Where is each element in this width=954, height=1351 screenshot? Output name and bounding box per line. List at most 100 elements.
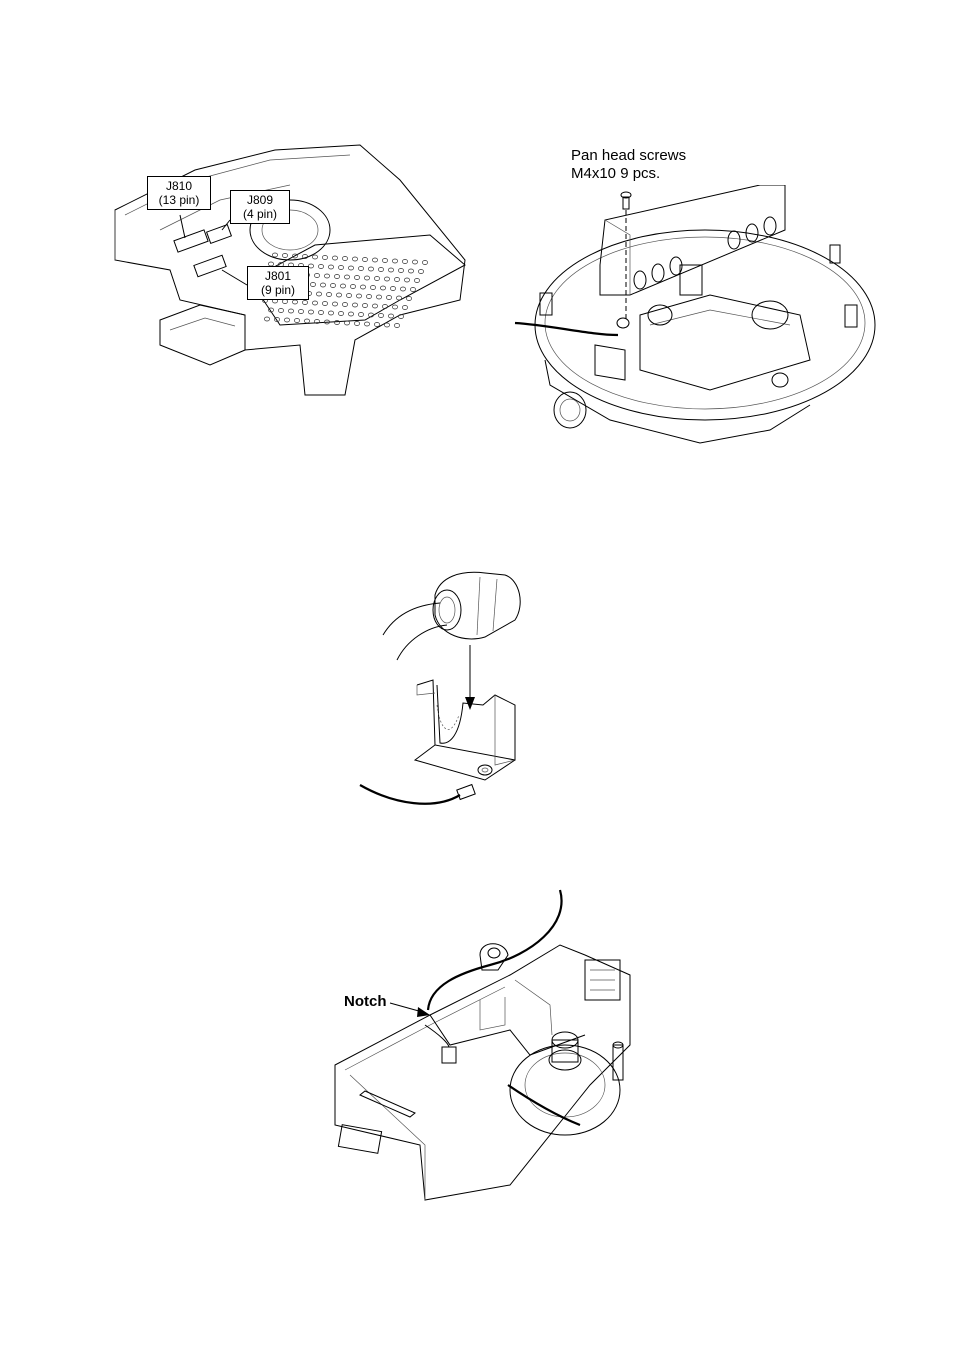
perforation-hole <box>334 320 340 325</box>
perforation-hole <box>422 260 428 265</box>
perforation-hole <box>396 295 402 301</box>
perforation-hole <box>282 299 288 304</box>
perforation-hole <box>304 318 310 324</box>
perforation-grid <box>262 252 428 328</box>
connector-j801 <box>193 254 227 278</box>
perforation-hole <box>378 267 384 272</box>
perforation-hole <box>368 312 374 318</box>
perforation-hole <box>278 308 284 313</box>
perforation-hole <box>302 254 308 259</box>
perforation-hole <box>328 310 334 316</box>
perforation-hole <box>348 311 354 317</box>
perforation-hole <box>418 269 424 274</box>
perforation-hole <box>320 282 326 288</box>
perforation-hole <box>358 312 364 317</box>
perforation-hole <box>360 284 366 290</box>
perforation-hole <box>400 286 406 292</box>
perforation-hole <box>412 259 418 265</box>
perforation-hole <box>398 314 404 319</box>
perforation-hole <box>342 302 348 307</box>
perforation-hole <box>392 258 398 264</box>
perforation-hole <box>312 254 318 260</box>
callout-j810-line2: (13 pin) <box>158 193 200 207</box>
perforation-hole <box>330 283 336 288</box>
perforation-hole <box>292 299 298 305</box>
perforation-hole <box>282 253 288 258</box>
perforation-hole <box>380 285 386 291</box>
screw-label: Pan head screws M4x10 9 pcs. <box>571 147 686 183</box>
dome-figure <box>510 185 880 450</box>
connector-figure <box>100 140 480 400</box>
perforation-hole <box>294 318 300 323</box>
perforation-hole <box>264 316 270 322</box>
perforation-hole <box>352 302 358 308</box>
perforation-hole <box>338 311 344 316</box>
perforation-hole <box>354 321 360 326</box>
perforation-hole <box>346 293 352 298</box>
perforation-hole <box>308 263 314 269</box>
perforation-hole <box>408 268 414 274</box>
perforation-hole <box>350 284 356 289</box>
perforation-hole <box>318 310 324 315</box>
perforation-hole <box>302 300 308 305</box>
perforation-hole <box>376 294 382 300</box>
callout-j801-line1: J801 <box>264 269 292 283</box>
perforation-hole <box>310 282 316 287</box>
perforation-hole <box>366 294 372 299</box>
perforation-hole <box>284 317 290 323</box>
callout-j810: J810 (13 pin) <box>147 176 211 210</box>
perforation-hole <box>374 322 380 327</box>
perforation-hole <box>364 321 370 327</box>
perforation-hole <box>314 273 320 278</box>
perforation-hole <box>386 295 392 300</box>
perforation-hole <box>372 257 378 263</box>
perforation-hole <box>394 323 400 328</box>
perforation-hole <box>362 257 368 262</box>
perforation-hole <box>332 301 338 307</box>
callout-j810-line1: J810 <box>165 179 193 193</box>
perforation-hole <box>414 278 420 283</box>
perforation-hole <box>268 307 274 313</box>
perforation-hole <box>354 275 360 280</box>
callout-j801: J801 (9 pin) <box>247 266 309 300</box>
perforation-hole <box>344 274 350 280</box>
connector-j809 <box>205 223 233 245</box>
perforation-hole <box>392 304 398 310</box>
perforation-hole <box>364 275 370 281</box>
perforation-hole <box>312 300 318 306</box>
perforation-hole <box>328 264 334 270</box>
perforation-hole <box>382 304 388 309</box>
perforation-hole <box>390 286 396 291</box>
perforation-hole <box>394 277 400 282</box>
perforation-hole <box>298 309 304 314</box>
perforation-hole <box>382 258 388 263</box>
perforation-hole <box>324 273 330 279</box>
perforation-hole <box>402 305 408 310</box>
connector-drawing <box>114 144 466 396</box>
perforation-hole <box>378 313 384 318</box>
perforation-hole <box>326 292 332 297</box>
label-plate <box>337 1124 383 1154</box>
perforation-hole <box>322 255 328 260</box>
notch-figure <box>330 885 650 1205</box>
connector-j810 <box>173 229 209 253</box>
perforation-hole <box>374 276 380 281</box>
perforation-hole <box>342 256 348 261</box>
perforation-hole <box>340 283 346 289</box>
perforation-hole <box>352 256 358 262</box>
perforation-hole <box>292 253 298 259</box>
perforation-hole <box>406 296 412 301</box>
perforation-hole <box>318 264 324 269</box>
perforation-hole <box>288 308 294 314</box>
perforation-hole <box>274 317 280 322</box>
perforation-hole <box>348 265 354 271</box>
perforation-hole <box>334 274 340 279</box>
callout-j801-line2: (9 pin) <box>260 283 295 297</box>
perforation-hole <box>384 322 390 328</box>
notch-label: Notch <box>344 993 387 1010</box>
perforation-hole <box>388 313 394 319</box>
ferrite-core <box>434 571 521 640</box>
perforation-hole <box>336 292 342 298</box>
callout-j809-line2: (4 pin) <box>242 207 277 221</box>
screw-label-line2: M4x10 9 pcs. <box>571 165 661 182</box>
